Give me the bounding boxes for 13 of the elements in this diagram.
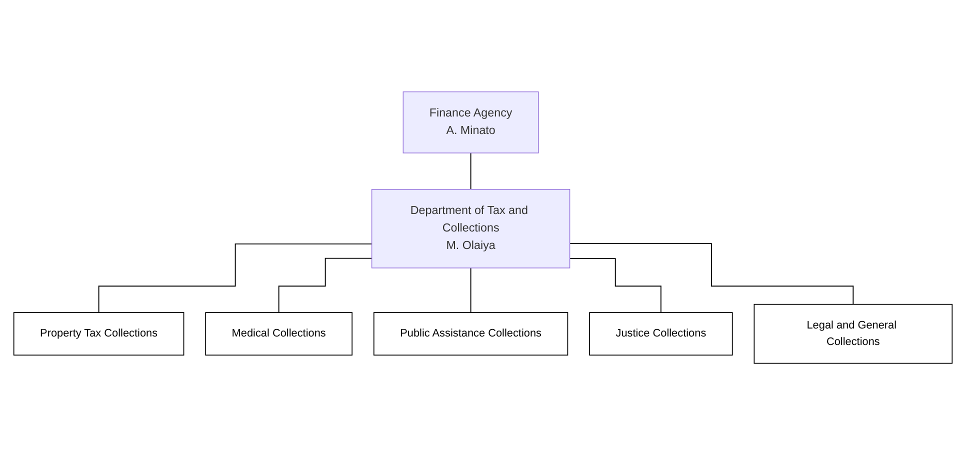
- node-box: Justice Collections: [589, 312, 733, 356]
- connector: [470, 267, 472, 313]
- connector: [98, 243, 372, 313]
- connector: [569, 243, 854, 305]
- node-box: Department of Tax and Collections M. Olaiya: [371, 188, 570, 268]
- node-box: Medical Collections: [205, 312, 352, 356]
- connector: [470, 152, 472, 190]
- node-box: Property Tax Collections: [13, 312, 184, 356]
- node-box: Public Assistance Collections: [373, 312, 568, 356]
- connector: [569, 258, 662, 313]
- node-box: Legal and General Collections: [754, 304, 953, 364]
- node-box: Finance Agency A. Minato: [402, 91, 539, 154]
- connector: [278, 258, 372, 313]
